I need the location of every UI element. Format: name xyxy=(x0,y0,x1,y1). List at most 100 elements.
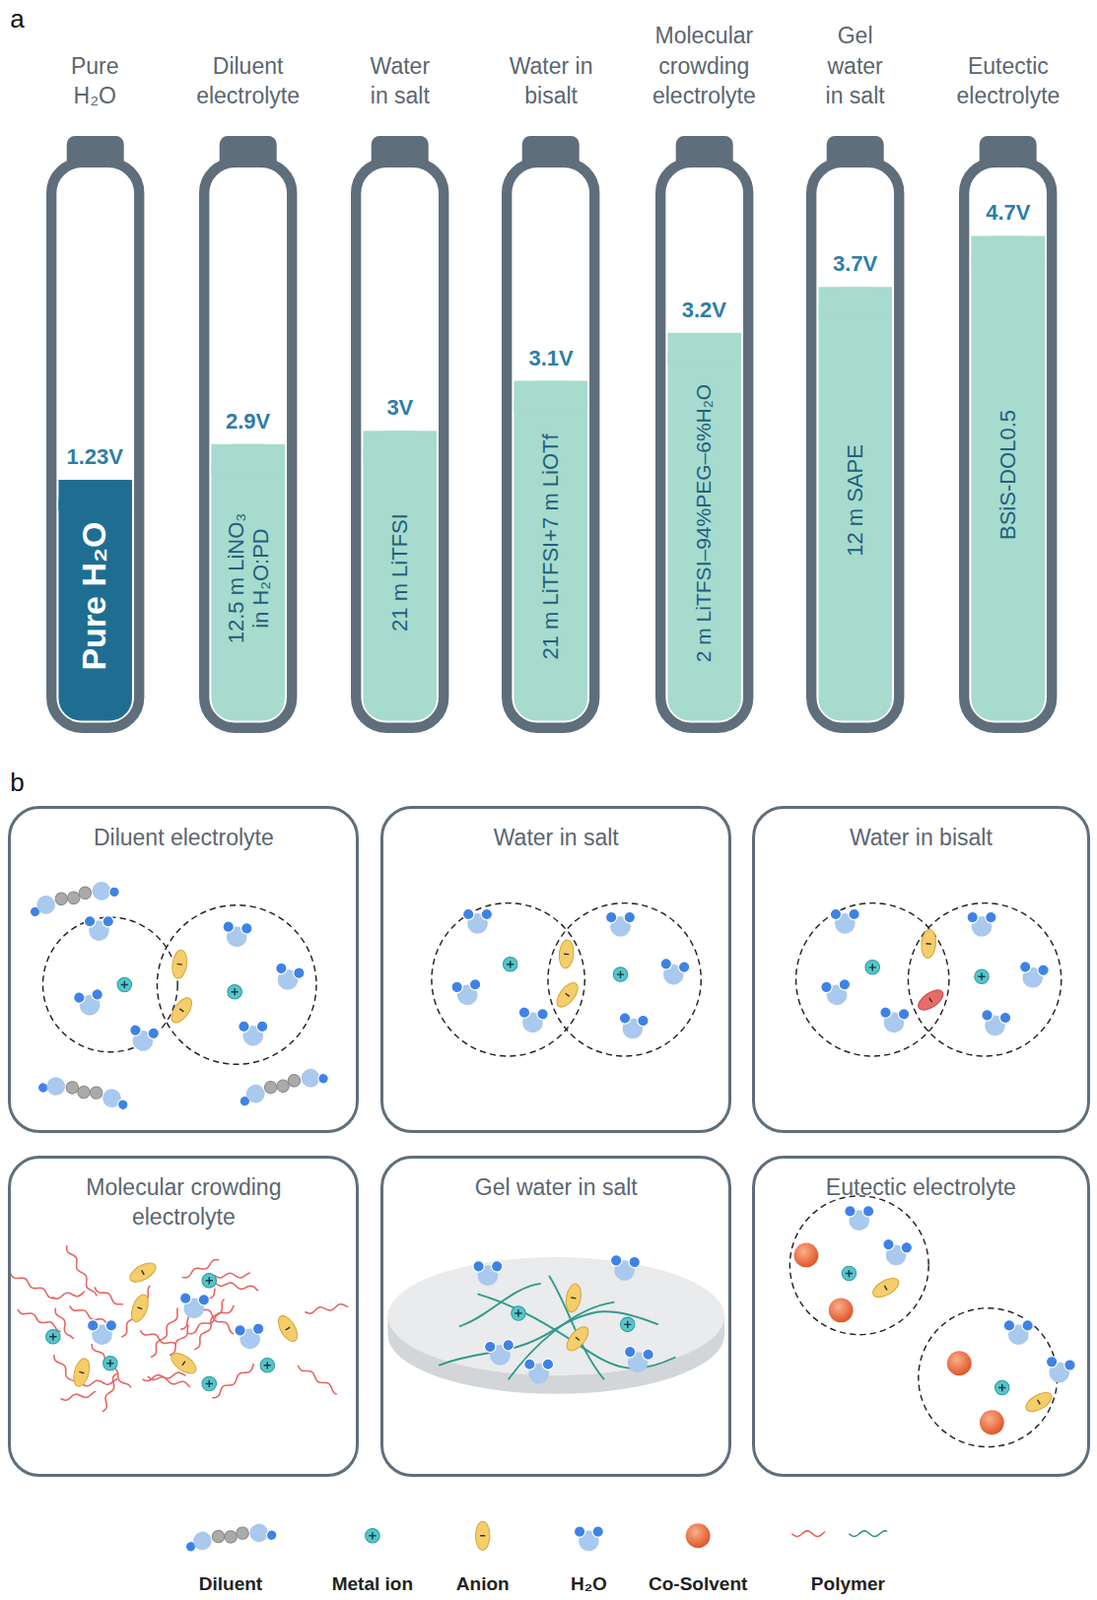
ion-body xyxy=(994,1380,1009,1396)
minus-sign xyxy=(565,993,570,997)
anion-body xyxy=(562,1323,593,1356)
bottle-body xyxy=(811,162,899,729)
minus-sign xyxy=(570,1297,576,1300)
panel-title: Molecular crowding electrolyte xyxy=(61,1173,306,1234)
plus-sign xyxy=(368,1532,376,1540)
ion-body xyxy=(103,1356,118,1372)
ion-body xyxy=(202,1274,216,1290)
co-solvent xyxy=(979,1410,1005,1436)
panel-letter: a xyxy=(9,3,24,35)
metal-ion xyxy=(260,1359,275,1374)
anion xyxy=(563,1283,583,1314)
bottle-fill xyxy=(514,380,589,412)
hydrogen-atom xyxy=(146,1027,160,1040)
hydrogen-atom xyxy=(1019,960,1032,974)
hydrogen-atom xyxy=(87,1320,99,1332)
anion-body xyxy=(70,1357,93,1389)
solvation-shell xyxy=(156,905,317,1066)
hydrogen-atom xyxy=(274,961,288,976)
minus-sign xyxy=(563,953,569,956)
panel-title: Diluent electrolyte xyxy=(20,823,347,854)
minus-sign xyxy=(177,963,183,966)
electrolyte-bottle: Eutectic electrolyte4.7VBSiS-DOL0.5 xyxy=(959,136,1057,734)
column-heading: Water in salt xyxy=(361,51,440,112)
bottle-fill xyxy=(210,444,285,476)
bottle-fill xyxy=(58,479,133,721)
plus-sign xyxy=(869,963,877,971)
minus-sign xyxy=(1037,1400,1041,1405)
ion-body xyxy=(260,1359,275,1374)
bottle-body xyxy=(51,162,139,729)
bottle-fill xyxy=(363,430,438,721)
ion-body xyxy=(974,969,989,985)
minus-sign xyxy=(929,998,933,1003)
water-molecule xyxy=(609,1254,641,1283)
water-molecule xyxy=(463,908,493,934)
polymer-chain xyxy=(438,1311,659,1367)
water-molecule xyxy=(820,978,853,1008)
polymer-chain xyxy=(210,1364,257,1401)
plus-sign xyxy=(49,1333,57,1341)
metal-ion xyxy=(511,1306,526,1322)
hydrogen-atom xyxy=(198,1294,210,1306)
illustration xyxy=(9,878,1078,1554)
diluent-atom xyxy=(108,886,122,899)
hydrogen-atom xyxy=(463,908,475,920)
ion-body xyxy=(619,1317,634,1333)
legend-text: H₂O xyxy=(570,1574,608,1596)
bottle-fill xyxy=(818,286,892,721)
hydrogen-atom xyxy=(618,1012,632,1026)
minus-sign xyxy=(884,1286,888,1291)
bottle-outline xyxy=(350,136,449,734)
anion xyxy=(70,1357,93,1389)
hydrogen-atom xyxy=(636,1015,650,1029)
anion xyxy=(562,1323,593,1356)
column-heading: Eutectic electrolyte xyxy=(943,51,1075,112)
anion-body xyxy=(170,949,189,980)
water-molecule xyxy=(178,1293,210,1321)
electrolyte-panel: Water in salt xyxy=(380,806,732,1133)
minus-sign xyxy=(479,1535,485,1537)
bottle-outline xyxy=(199,136,297,734)
legend-text: Metal ion xyxy=(332,1574,413,1596)
hydrogen-atom xyxy=(985,911,997,923)
polymer-chain xyxy=(16,1307,63,1333)
metal-ion xyxy=(994,1380,1009,1396)
diluent-molecule xyxy=(184,1521,278,1553)
water-molecule xyxy=(271,961,307,994)
metal-ion xyxy=(502,958,517,973)
plus-sign xyxy=(506,960,514,968)
electrolyte-formula: 21 m LiTFSI xyxy=(387,513,412,632)
bottle-fill xyxy=(210,444,285,722)
hydrogen-atom xyxy=(233,1324,246,1337)
column-heading: Water in bisalt xyxy=(506,51,597,112)
metal-ion xyxy=(613,967,627,983)
hydrogen-atom xyxy=(240,922,253,935)
plus-sign xyxy=(205,1380,213,1388)
hydrogen-atom xyxy=(222,921,235,934)
hydrogen-atom xyxy=(524,1359,536,1371)
polymer-chain xyxy=(65,1244,98,1300)
plus-sign xyxy=(623,1321,631,1329)
electrolyte-bottle: Gel water in salt3.7V12 m SAPE xyxy=(806,136,904,734)
diluent-atom xyxy=(45,1075,68,1097)
metal-ion xyxy=(227,984,242,1000)
diluent-atom xyxy=(235,1526,250,1541)
water-molecule xyxy=(844,1206,875,1232)
metal-ion xyxy=(202,1274,216,1290)
hydrogen-atom xyxy=(502,1339,515,1352)
plus-sign xyxy=(998,1384,1006,1392)
electrolyte-formula: 21 m LiTFSI+7 m LiOTf xyxy=(538,434,563,661)
polymer-chain xyxy=(93,1285,125,1308)
ion-body xyxy=(865,960,880,976)
solvation-shell xyxy=(548,903,701,1057)
diluent-atom xyxy=(76,1085,92,1100)
minus-sign xyxy=(179,1009,184,1013)
polymer-chain xyxy=(848,1531,888,1538)
hydrogen-atom xyxy=(72,991,86,1005)
anion-body xyxy=(167,994,197,1027)
hydrogen-atom xyxy=(238,1021,250,1032)
water-molecule xyxy=(72,988,107,1019)
polymer-chain xyxy=(89,1343,132,1392)
electrolyte-bottle: Water in bisalt3.1V21 m LiTFSI+7 m LiOTf xyxy=(501,136,600,734)
